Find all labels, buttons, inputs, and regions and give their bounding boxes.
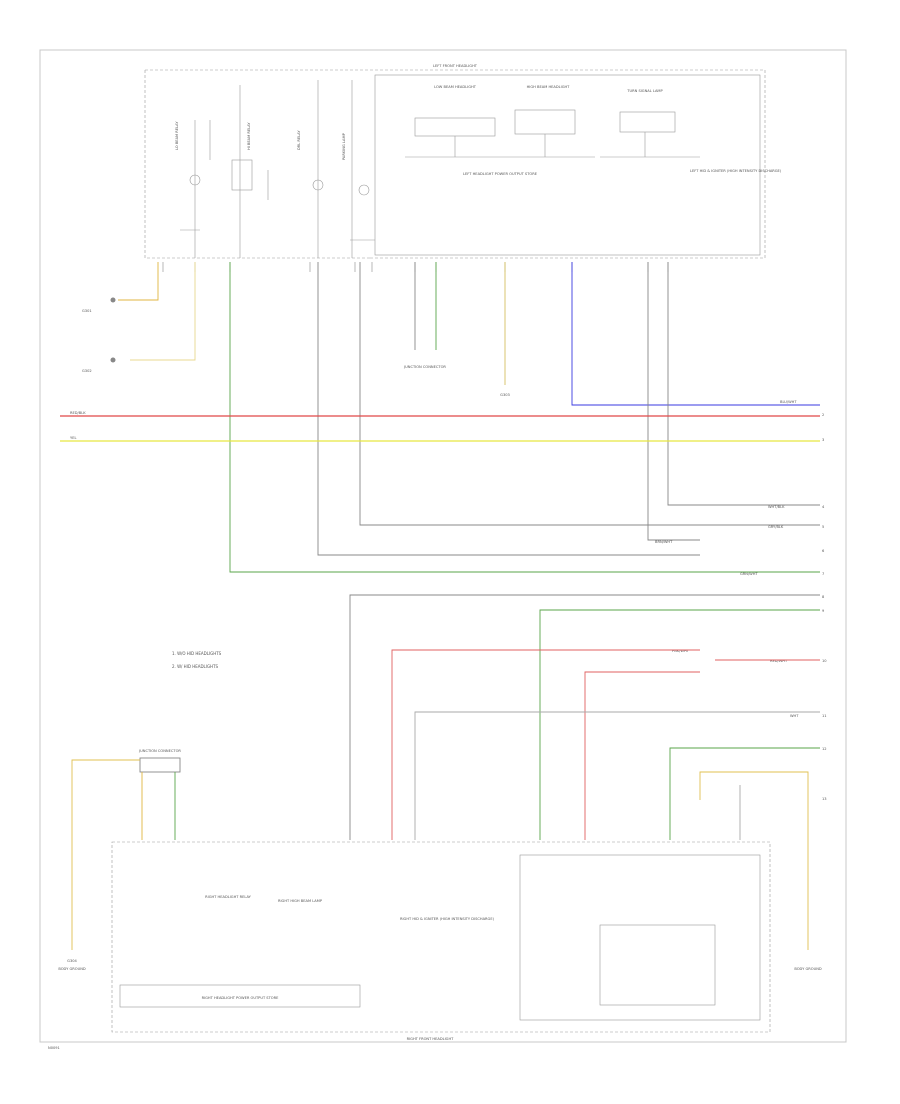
left-sub-c-label: TURN SIGNAL LAMP [626,89,663,93]
wire-yellow-left-1 [118,262,159,301]
left-components [180,80,375,258]
left-module-label: LEFT HEADLIGHT POWER OUTPUT STORE [463,172,538,176]
right-ignitor-label: RIGHT HID & IGNITER (HIGH INTENSITY DISC… [400,917,495,921]
edge-num-3: 4 [822,505,825,509]
left-sub-b-label: HIGH BEAM HEADLIGHT [527,85,571,89]
right-edge-numbers: 2 3 4 5 6 7 8 9 10 11 12 13 [822,413,827,801]
wire-gray-5 [667,262,820,506]
right-relay-label: RIGHT HEADLIGHT RELAY [205,895,251,899]
label-white-a: WHT/BLK [768,505,785,509]
right-module-label: RIGHT HEADLIGHT POWER OUTPUT STORE [202,996,280,1000]
wire-gray-1 [317,262,700,556]
wire-gray-2 [359,262,820,526]
ground-body-label-right: BODY GROUND [794,967,822,971]
edge-num-8: 9 [822,609,825,613]
ground-left-upper [110,297,116,363]
wire-label-red: RED/BLK [70,411,86,415]
label-pink: PNK/WHT [672,649,690,653]
edge-num-4: 5 [822,525,824,529]
right-lamp-label: RIGHT HIGH BEAM LAMP [278,899,323,903]
center-junction-label: JUNCTION CONNECTOR [403,365,446,369]
diagram-frame [39,49,847,1043]
left-headlight-title: LEFT FRONT HEADLIGHT [433,64,478,68]
label-brown: BRN/WHT [655,540,673,544]
right-headlight-housing [111,841,771,1033]
right-headlight-title: RIGHT FRONT HEADLIGHT [407,1037,455,1041]
ground-g1: G301 [82,309,92,313]
mid-wires [349,594,820,950]
label-green: GRN/WHT [740,572,758,576]
center-ground-label: G303 [500,393,510,397]
wire-label-blue: BLU/WHT [780,400,797,404]
edge-num-6: 7 [822,572,824,576]
ground-body-label-left: BODY GROUND [58,967,86,971]
ground-g4-label: G304 [67,959,77,963]
edge-num-12: 13 [822,797,827,801]
left-module-note: LEFT HID & IGNITER (HIGH INTENSITY DISCH… [690,169,782,173]
wire-gray-4 [647,262,700,541]
edge-num-1: 2 [822,413,824,417]
wire-label-yellow: YEL [70,436,76,440]
edge-num-10: 11 [822,714,827,718]
wire-yellow-left-2 [130,262,196,361]
left-junction-label: JUNCTION CONNECTOR [138,749,181,753]
left-headlight-housing [144,69,766,259]
label-red-r: RED/WHT [770,659,788,663]
left-sub-d: PARKING LAMP [342,132,346,160]
right-wire-labels: WHT/BLK GRY/BLK BRN/WHT GRN/WHT PNK/WHT … [655,505,799,718]
edge-num-5: 6 [822,549,825,553]
left-wires [118,262,820,573]
left-relay-c: DRL RELAY [297,130,301,150]
label-gray: GRY/BLK [768,525,784,529]
label-wht: WHT [790,714,799,718]
left-module-box [374,74,761,256]
left-relay-a: LO BEAM RELAY [175,121,179,150]
legend-line-1: 1. W/O HID HEADLIGHTS [172,651,222,656]
edge-num-7: 8 [822,595,825,599]
left-sub-a-label: LOW BEAM HEADLIGHT [434,85,477,89]
figure-id: N0091 [48,1046,60,1050]
legend-line-2: 2. W/ HID HEADLIGHTS [172,664,219,669]
lower-left-junction [71,757,181,950]
wire-green-main [229,262,820,573]
wire-blue [571,262,820,406]
edge-num-9: 10 [822,659,827,663]
edge-num-11: 12 [822,747,827,751]
ground-g2: G302 [82,369,92,373]
left-relay-b: HI BEAM RELAY [247,122,251,150]
edge-num-2: 3 [822,438,824,442]
